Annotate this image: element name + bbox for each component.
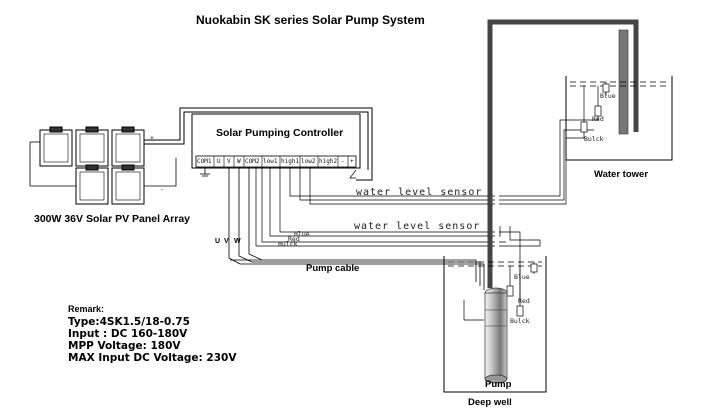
remark-type: Type:4SK1.5/18-0.75 bbox=[68, 316, 190, 328]
panel-plus-label: + bbox=[150, 134, 154, 142]
terminal-v: V bbox=[227, 158, 231, 165]
tower-black-label: Bulck bbox=[584, 135, 604, 143]
sensor-wiring bbox=[255, 110, 599, 300]
solar-panel bbox=[111, 164, 145, 205]
pump-cable-label: Pump cable bbox=[306, 263, 360, 274]
tower-red-label: Red bbox=[592, 115, 604, 123]
lead-u-label: U bbox=[215, 238, 221, 245]
remark-max-input: MAX Input DC Voltage: 230V bbox=[68, 352, 237, 364]
sensor-label-well: water level sensor bbox=[354, 221, 481, 232]
pump-cable bbox=[230, 259, 477, 282]
water-tower bbox=[487, 19, 673, 288]
array-positive-wire-inner bbox=[144, 111, 369, 170]
controller-label: Solar Pumping Controller bbox=[216, 127, 344, 139]
terminal-com2: COM2 bbox=[245, 158, 260, 165]
terminal-low1: low1 bbox=[263, 158, 278, 165]
wire-red-label: Red bbox=[288, 235, 300, 243]
solar-panel bbox=[75, 126, 109, 167]
tower-blue-label: Blue bbox=[600, 92, 616, 100]
lead-w-label: W bbox=[234, 238, 241, 245]
pump-leads bbox=[228, 167, 485, 290]
solar-panel-array bbox=[29, 107, 373, 205]
wire-black-label: Bulck bbox=[278, 240, 298, 248]
remark-mpp: MPP Voltage: 180V bbox=[68, 340, 181, 352]
well-black-label: Bulck bbox=[510, 317, 530, 325]
panel-array-label: 300W 36V Solar PV Panel Array bbox=[34, 213, 191, 225]
array-positive-wire bbox=[144, 107, 373, 181]
well-red-label: Red bbox=[518, 297, 530, 305]
controller-box bbox=[191, 113, 361, 177]
submersible-pump bbox=[484, 287, 508, 384]
terminal-high2: high2 bbox=[319, 158, 338, 165]
solar-panel bbox=[75, 164, 109, 205]
water-tower-label: Water tower bbox=[594, 169, 649, 180]
remark-title: Remark: bbox=[68, 304, 105, 314]
diagram-title: Nuokabin SK series Solar Pump System bbox=[196, 13, 425, 27]
terminal-w: W bbox=[237, 158, 241, 165]
terminal-high1: high1 bbox=[281, 158, 300, 165]
solar-panel bbox=[111, 126, 145, 167]
deep-well bbox=[443, 256, 547, 393]
well-blue-label: Blue bbox=[514, 273, 530, 281]
remark-input: Input : DC 160-180V bbox=[68, 328, 188, 340]
terminal-u: U bbox=[217, 158, 221, 165]
terminal-minus: - bbox=[341, 158, 345, 165]
pump-label: Pump bbox=[485, 379, 512, 390]
wire-blue-label: Blue bbox=[294, 230, 310, 238]
terminal-plus: + bbox=[350, 158, 354, 165]
deep-well-label: Deep well bbox=[468, 397, 512, 408]
panel-minus-label: - bbox=[160, 185, 164, 193]
terminal-com1: COM1 bbox=[197, 158, 212, 165]
lead-v-label: V bbox=[224, 238, 229, 245]
terminal-low2: low2 bbox=[301, 158, 316, 165]
sensor-label-tower: water level sensor bbox=[356, 187, 483, 198]
solar-panel bbox=[39, 126, 73, 167]
